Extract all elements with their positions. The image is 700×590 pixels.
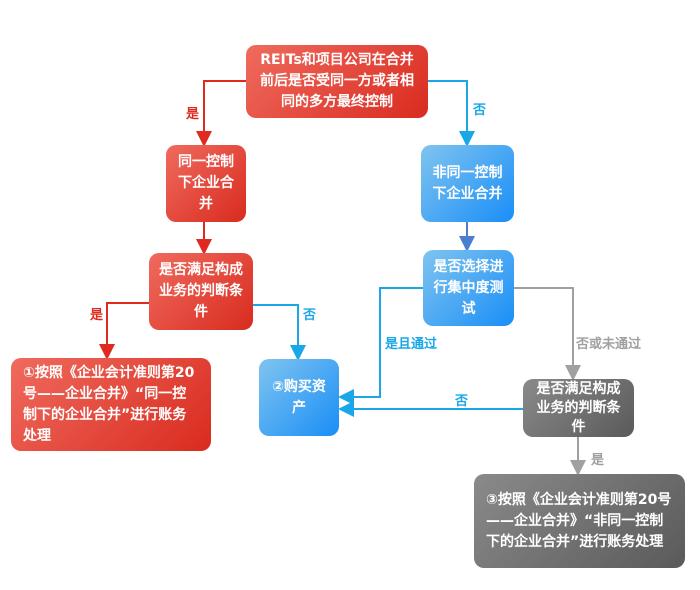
concentration-test-node: 是否选择进行集中度测试: [423, 250, 514, 326]
business-test-gray-node: 是否满足构成业务的判断条件: [523, 379, 634, 437]
result3-node: ③按照《企业会计准则第20号——企业合并》“非同一控制下的企业合并”进行账务处理: [474, 474, 685, 568]
arrow-conc-pass: [338, 287, 423, 405]
label-gray-no: 否: [455, 394, 469, 409]
arrow-root-no: [428, 80, 475, 147]
non-same-control-node: 非同一控制下企业合并: [421, 145, 514, 222]
arrow-root-yes: [196, 80, 246, 147]
label-red-yes: 是: [90, 308, 104, 323]
root-decision-node: REITs和项目公司在合并前后是否受同一方或者相同的多方最终控制: [246, 45, 428, 118]
arrow-red-yes: [99, 302, 149, 360]
label-root-yes: 是: [186, 107, 200, 122]
label-red-no: 否: [303, 308, 317, 323]
label-conc-fail: 否或未通过: [576, 337, 642, 352]
same-control-node: 同一控制下企业合并: [166, 145, 246, 222]
arrow-red-no: [253, 304, 306, 361]
label-gray-yes: 是: [591, 453, 605, 468]
label-conc-pass: 是且通过: [385, 337, 438, 352]
result2-node: ②购买资产: [259, 359, 339, 436]
label-root-no: 否: [473, 103, 487, 118]
business-test-red-node: 是否满足构成业务的判断条件: [149, 253, 253, 330]
result1-node: ①按照《企业会计准则第20号——企业合并》“同一控制下的企业合并”进行账务处理: [11, 358, 211, 451]
arrow-conc-fail: [514, 287, 581, 381]
